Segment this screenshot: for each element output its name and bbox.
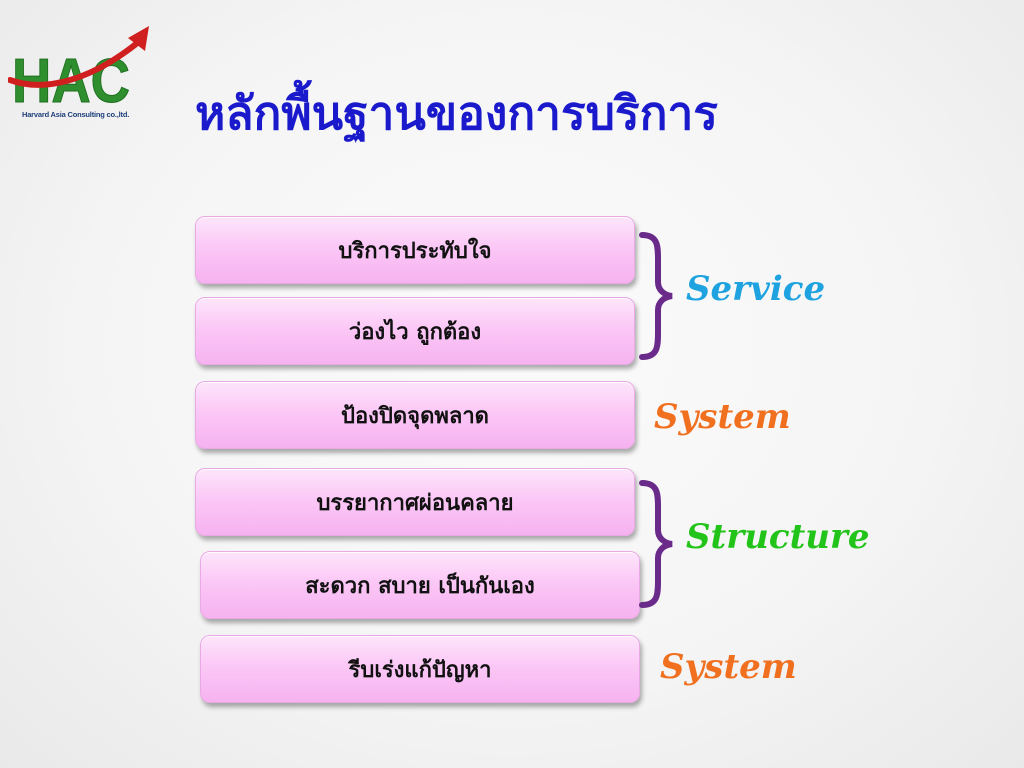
hac-logo: HAC Harvard Asia Consulting co.,ltd. [8,18,158,128]
category-system-2: System [660,647,797,687]
item-box: รีบเร่งแก้ปัญหา [200,635,640,703]
item-label: รีบเร่งแก้ปัญหา [348,657,492,683]
category-service: Service [686,269,826,309]
item-label: ป้องปิดจุดพลาด [341,403,489,429]
logo-caption: Harvard Asia Consulting co.,ltd. [22,110,130,119]
category-system-1: System [654,397,791,437]
logo-graphic: HAC [8,26,149,117]
item-box: บริการประทับใจ [195,216,635,284]
service-brace [639,232,673,360]
item-box: ว่องไว ถูกต้อง [195,297,635,365]
logo-arrow-head [128,26,149,51]
item-label: บริการประทับใจ [338,238,492,264]
item-box: ป้องปิดจุดพลาด [195,381,635,449]
structure-brace [639,480,673,608]
item-label: ว่องไว ถูกต้อง [348,319,482,345]
logo-arrow-line [8,41,139,88]
item-label: สะดวก สบาย เป็นกันเอง [305,573,535,599]
item-label: บรรยากาศผ่อนคลาย [316,490,514,516]
item-box: สะดวก สบาย เป็นกันเอง [200,551,640,619]
category-structure: Structure [686,517,870,557]
item-box: บรรยากาศผ่อนคลาย [195,468,635,536]
slide-title: หลักพื้นฐานของการบริการ [195,86,719,140]
